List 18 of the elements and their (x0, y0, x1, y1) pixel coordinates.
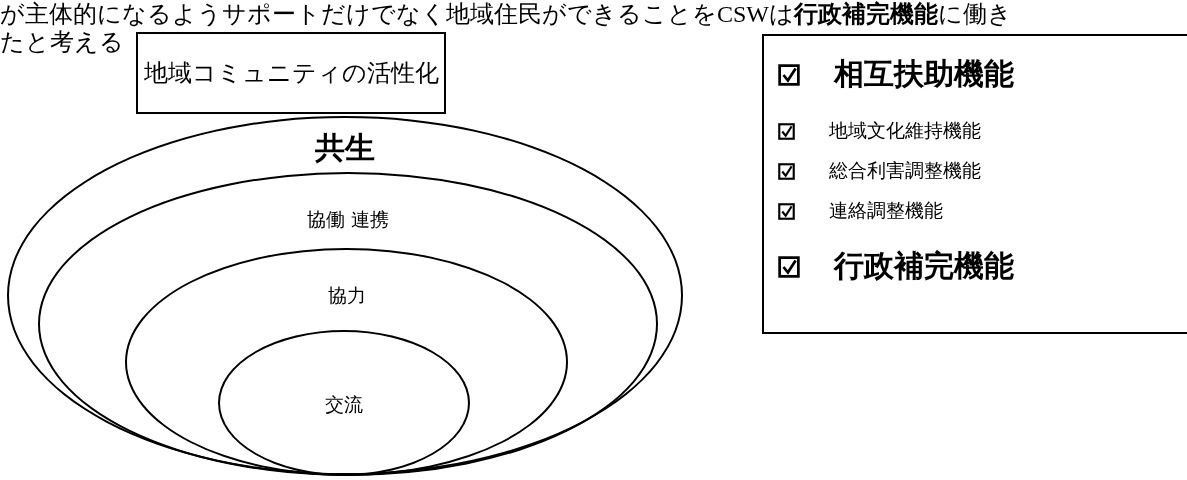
box-title: 地域コミュニティの活性化 (143, 59, 439, 88)
layer-label: 協働 連携 (306, 207, 389, 232)
layer-label: 交流 (325, 392, 363, 417)
paragraph-text: たと考える (0, 28, 124, 56)
ellipse-layer (38, 172, 658, 476)
ellipse-layer (218, 330, 470, 476)
layer-label: 共生 (315, 129, 375, 167)
checklist-panel (762, 34, 1187, 334)
layer-label: 協力 (327, 283, 366, 308)
ellipse-layer (7, 116, 683, 475)
title-box (136, 32, 446, 114)
ellipse-layer (125, 248, 568, 476)
function-label: 総合利害調整機能 (829, 158, 981, 183)
function-label: 地域文化維持機能 (829, 118, 981, 143)
function-label: 行政補完機能 (834, 247, 1014, 285)
paragraph-text: が主体的になるようサポートだけでなく地域住民ができることをCSWは行政補完機能に働き (0, 0, 1012, 28)
function-label: 相互扶助機能 (834, 55, 1014, 93)
function-label: 連絡調整機能 (829, 198, 943, 223)
